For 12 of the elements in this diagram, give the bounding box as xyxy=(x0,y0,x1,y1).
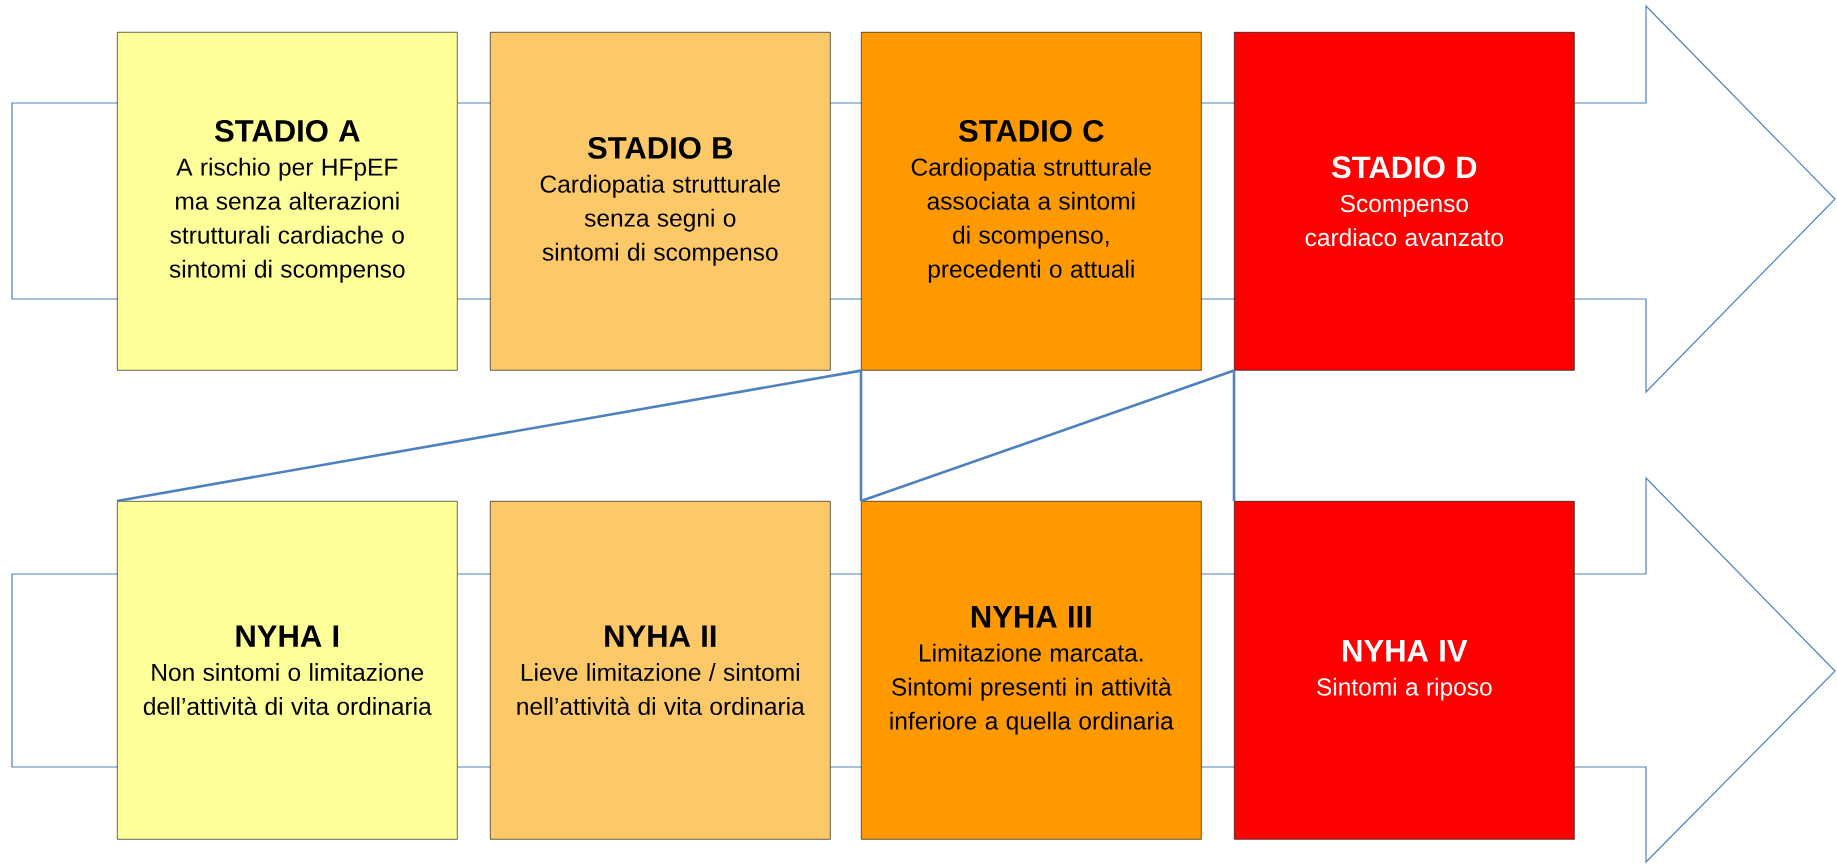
stage-box: NYHA I Non sintomi o limitazione dell’attività di vita ordinaria xyxy=(117,501,458,840)
stage-box: STADIO B Cardiopatia strutturale senza segni o sintomi di scompenso xyxy=(490,32,831,371)
stage-box: STADIO C Cardiopatia strutturale associata a sintomi di scompenso, precedenti o attuali xyxy=(861,32,1202,371)
stage-box: STADIO A A rischio per HFpEF ma senza alterazioni strutturali cardiache o sintomi di scompenso xyxy=(117,32,458,371)
connector-line xyxy=(1232,370,1236,501)
stage-box: NYHA IV Sintomi a riposo xyxy=(1234,501,1575,840)
stage-box: NYHA II Lieve limitazione / sintomi nell’attività di vita ordinaria xyxy=(490,501,831,840)
connector-line xyxy=(859,370,863,501)
connector-line xyxy=(860,369,1235,503)
stage-box: STADIO D Scompenso cardiaco avanzato xyxy=(1234,32,1575,371)
stage-box: NYHA III Limitazione marcata. Sintomi presenti in attività inferiore a quella ordinaria xyxy=(861,501,1202,840)
connector-line xyxy=(116,369,862,503)
